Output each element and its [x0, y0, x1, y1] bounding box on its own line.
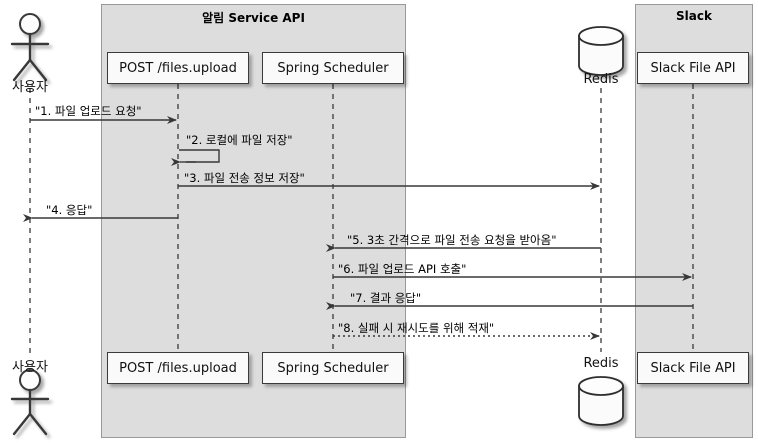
group-title-service-api: 알림 Service API — [202, 11, 305, 25]
participant-post-files-upload-top[interactable]: POST /files.upload — [107, 52, 249, 84]
participant-label: Spring Scheduler — [277, 60, 389, 76]
actor-figure-top — [10, 13, 50, 82]
actor-label-top: 사용자 — [0, 76, 60, 95]
actor-figure-bottom — [10, 369, 50, 436]
db-label-redis-bottom: Redis — [571, 356, 631, 371]
participant-spring-scheduler-bottom[interactable]: Spring Scheduler — [262, 352, 404, 384]
participant-post-files-upload-bottom[interactable]: POST /files.upload — [107, 352, 249, 384]
message-label-1: "1. 파일 업로드 요청" — [35, 104, 142, 118]
participant-spring-scheduler-top[interactable]: Spring Scheduler — [262, 52, 404, 84]
db-name: Redis — [583, 72, 619, 87]
participant-slack-file-api-bottom[interactable]: Slack File API — [637, 352, 749, 384]
actor-name: 사용자 — [12, 80, 48, 95]
database-cylinder-redis-bottom — [578, 376, 624, 426]
message-label-7: "7. 결과 응답" — [350, 291, 422, 305]
message-label-3: "3. 파일 전송 정보 저장" — [184, 171, 305, 185]
group-title-slack: Slack — [676, 9, 712, 23]
message-label-2: "2. 로컬에 파일 저장" — [186, 133, 293, 147]
db-label-redis-top: Redis — [571, 72, 631, 87]
actor-name: 사용자 — [12, 360, 48, 375]
participant-label: POST /files.upload — [119, 360, 237, 376]
message-label-6: "6. 파일 업로드 API 호출" — [338, 262, 467, 276]
participant-slack-file-api-top[interactable]: Slack File API — [637, 52, 749, 84]
participant-label: Spring Scheduler — [277, 360, 389, 376]
message-arrow-2-self — [171, 149, 220, 166]
participant-label: Slack File API — [650, 360, 736, 376]
participant-label: POST /files.upload — [119, 60, 237, 76]
message-label-5: "5. 3초 간격으로 파일 전송 요청을 받아옴" — [347, 233, 557, 247]
message-label-8: "8. 실패 시 재시도를 위해 적재" — [338, 321, 495, 335]
actor-label-bottom: 사용자 — [0, 356, 60, 375]
participant-label: Slack File API — [650, 60, 736, 76]
db-name: Redis — [583, 356, 619, 371]
message-label-4: "4. 응답" — [46, 203, 93, 217]
database-cylinder-redis-top — [578, 26, 624, 76]
